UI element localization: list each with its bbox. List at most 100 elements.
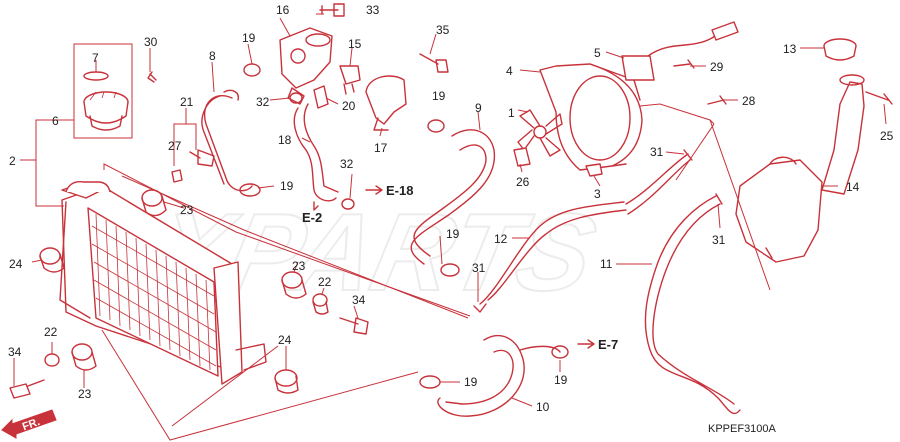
- callout-28: 28: [742, 94, 756, 108]
- callout-7: 7: [92, 51, 99, 65]
- ref-e18: E-18: [386, 183, 413, 198]
- callout-5: 5: [594, 46, 601, 60]
- clip-31-c: [715, 193, 723, 205]
- callout-30: 30: [144, 35, 158, 49]
- ref-e7: E-7: [598, 337, 618, 352]
- callout-34-b: 34: [8, 345, 22, 359]
- filler-neck: [65, 181, 111, 193]
- callout-17: 17: [374, 141, 388, 155]
- callout-32-b: 32: [340, 157, 354, 171]
- diagram-code: KPPEF3100A: [708, 423, 777, 435]
- bolt-34-right: [339, 317, 369, 335]
- front-arrow-label: FR.: [21, 416, 42, 433]
- water-outlet: [365, 75, 407, 131]
- hose-8: [201, 95, 253, 192]
- sensor-21: [189, 149, 215, 167]
- radiator-core: [59, 183, 267, 385]
- callouts: 1 2 3 4 5 6 7 8 9 10 11 12 13 14 15 16 1…: [8, 3, 894, 414]
- o-ring: [83, 71, 109, 81]
- clip-3: [585, 163, 603, 177]
- bolt-29: [673, 59, 695, 69]
- cushion-24-right: [274, 369, 299, 394]
- callout-14: 14: [846, 180, 860, 194]
- clamp-19-b: [239, 183, 261, 197]
- callout-11: 11: [600, 257, 613, 271]
- callout-22-a: 22: [318, 275, 332, 289]
- hose-9: [410, 129, 496, 265]
- callout-19-a: 19: [242, 31, 256, 45]
- callout-32-a: 32: [256, 95, 270, 109]
- hose-11: [644, 195, 741, 415]
- callout-34-a: 34: [352, 293, 366, 307]
- callout-27: 27: [168, 139, 182, 153]
- callout-31-c: 31: [712, 233, 726, 247]
- callout-12: 12: [494, 232, 508, 246]
- clamp-19-c: [427, 119, 445, 133]
- callout-20: 20: [342, 99, 356, 113]
- grommet-26: [513, 147, 531, 167]
- clamp-19-f: [551, 345, 569, 359]
- hose-12: [479, 201, 627, 305]
- cooling-fan: [517, 109, 563, 157]
- callout-19-d: 19: [446, 227, 460, 241]
- callout-26: 26: [516, 175, 530, 189]
- callout-25: 25: [880, 129, 894, 143]
- callout-24-b: 24: [278, 333, 292, 347]
- callout-31-a: 31: [472, 261, 486, 275]
- callout-9: 9: [475, 101, 482, 115]
- callout-21: 21: [180, 95, 194, 109]
- bolt-34-left: [9, 379, 45, 399]
- hose-18: [293, 103, 339, 202]
- clamp-19-e: [419, 375, 441, 389]
- callout-6: 6: [52, 114, 59, 128]
- callout-19-b: 19: [280, 179, 294, 193]
- callout-16: 16: [276, 3, 290, 17]
- screw-30: [147, 71, 157, 83]
- cushion-23-mid: [281, 271, 307, 299]
- reserve-tank: [735, 74, 865, 263]
- callout-19-f: 19: [554, 373, 568, 387]
- callout-24-a: 24: [9, 257, 23, 271]
- bolt-33: [319, 3, 345, 17]
- tube-31: [625, 153, 691, 215]
- reserve-cap: [823, 38, 857, 61]
- leader-lines: [13, 13, 887, 441]
- callout-10: 10: [536, 400, 550, 414]
- cushion-23-low: [71, 343, 97, 371]
- collar-22-mid: [312, 293, 329, 315]
- callout-29: 29: [710, 60, 724, 74]
- callout-8: 8: [209, 49, 216, 63]
- ref-arrow-e2: [313, 201, 319, 211]
- sensor-20: [313, 85, 329, 109]
- callout-18: 18: [278, 133, 292, 147]
- callout-3: 3: [594, 187, 601, 201]
- fan-motor-5: [621, 21, 739, 81]
- clamp-32-b: [341, 198, 355, 210]
- callout-23-a: 23: [180, 203, 194, 217]
- callout-22-b: 22: [44, 325, 58, 339]
- cushion-23-upper: [141, 189, 167, 217]
- bolt-35: [419, 53, 449, 73]
- cushion-24-left: [39, 247, 65, 273]
- ref-arrow-e7: [577, 339, 595, 349]
- callout-4: 4: [506, 64, 513, 78]
- front-arrow: FR.: [1, 409, 57, 439]
- clip-31-d: [765, 247, 773, 259]
- clamp-19-d: [440, 263, 460, 277]
- callout-33: 33: [366, 3, 380, 17]
- ref-e2: E-2: [302, 210, 322, 225]
- radiator-cap: [83, 91, 129, 131]
- callout-15: 15: [348, 37, 362, 51]
- cap-bracket-box: [73, 43, 133, 139]
- drain-bolt-27: [171, 169, 183, 183]
- hose-10: [437, 335, 525, 417]
- callout-1: 1: [508, 106, 515, 120]
- callout-2: 2: [9, 154, 16, 168]
- collar-22-low: [44, 353, 60, 367]
- bolt-28: [707, 95, 727, 105]
- callout-13: 13: [783, 42, 797, 56]
- callout-35: 35: [436, 23, 450, 37]
- callout-23-c: 23: [78, 387, 92, 401]
- thermo-switch-15: [339, 65, 361, 95]
